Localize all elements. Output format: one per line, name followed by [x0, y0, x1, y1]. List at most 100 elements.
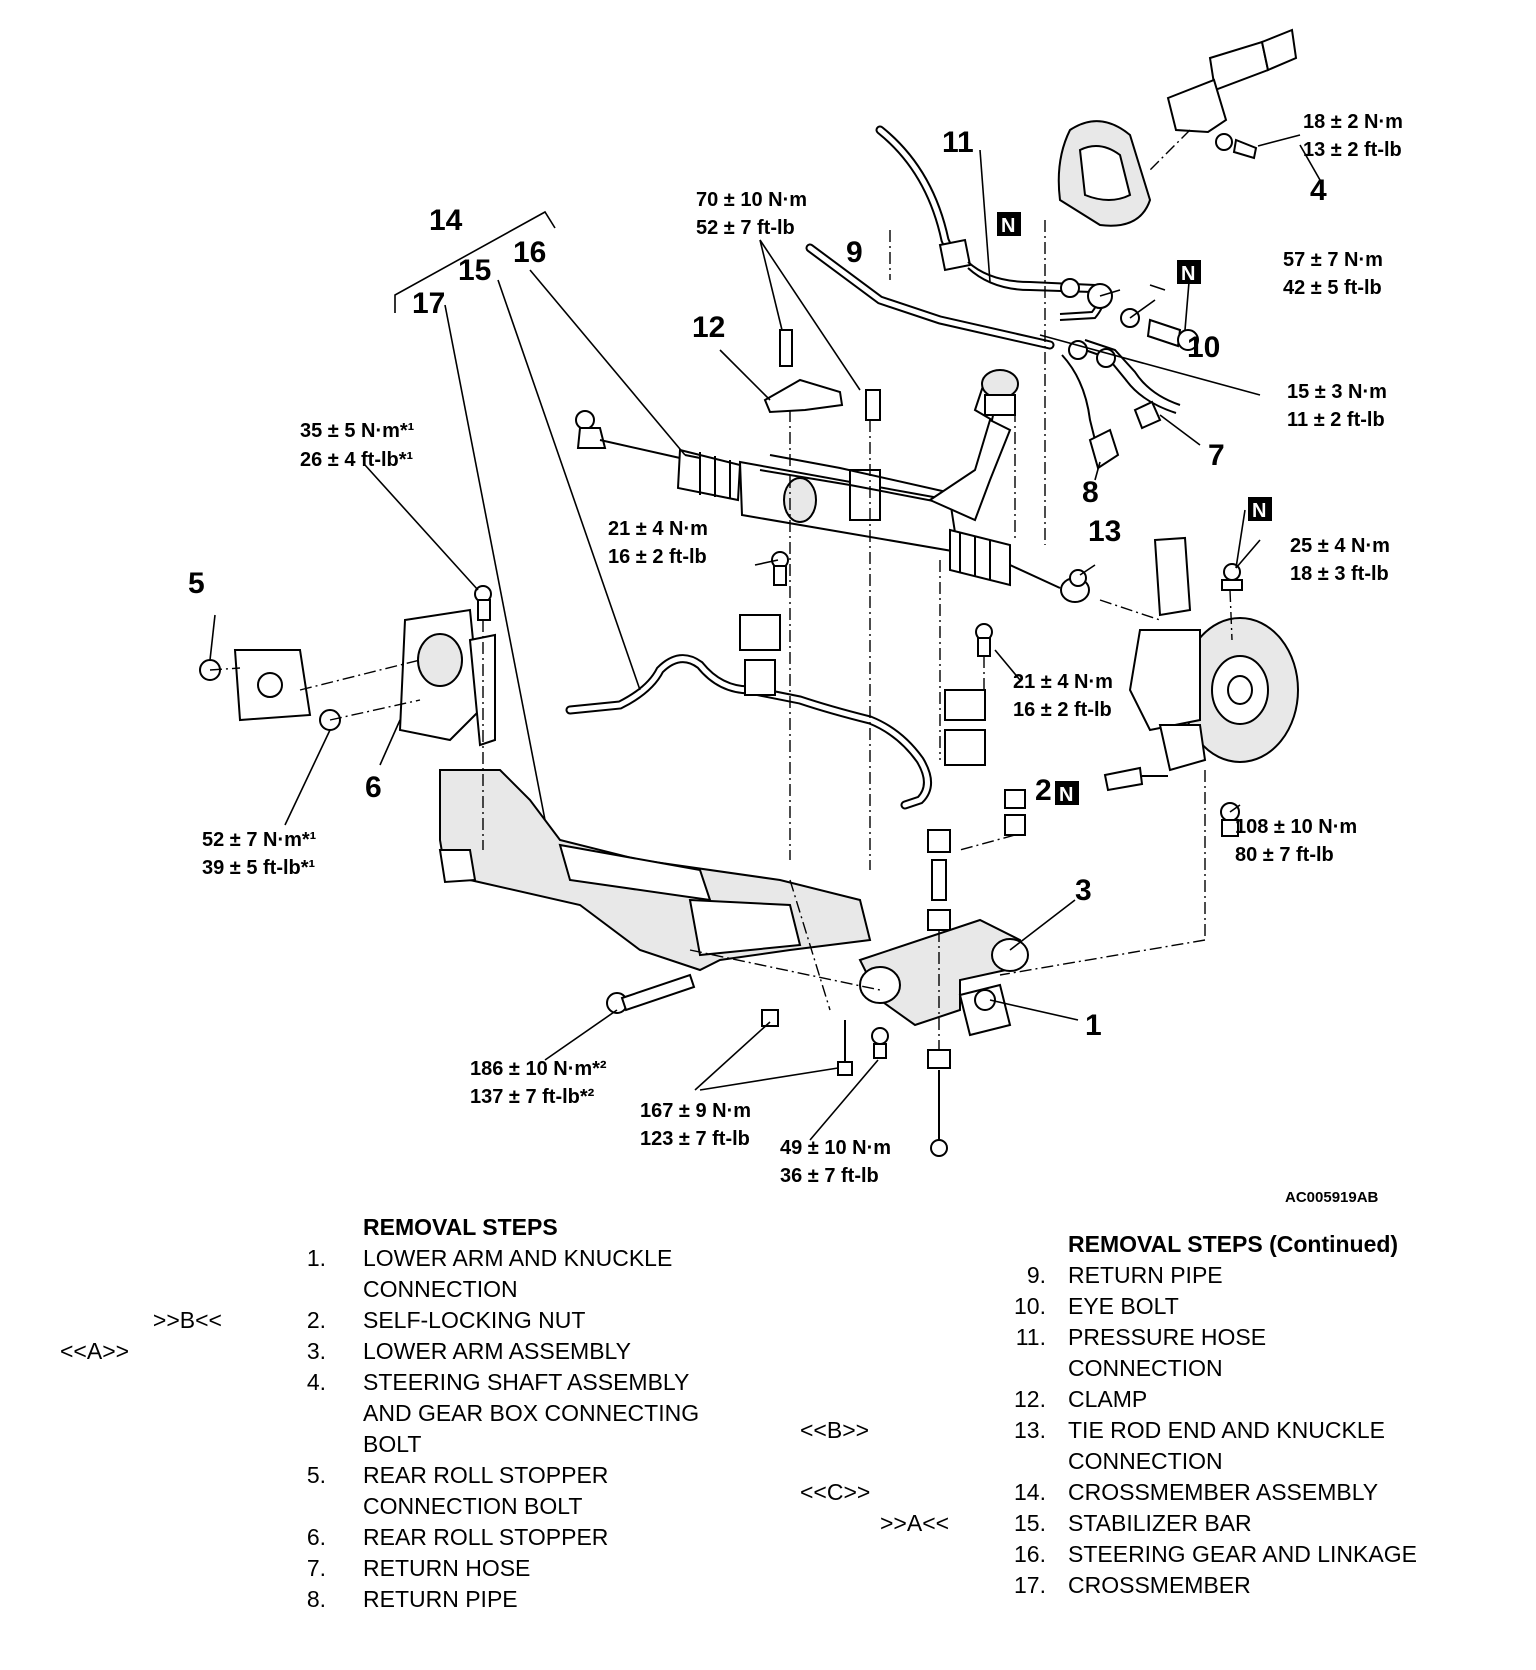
eye-bolt — [1060, 278, 1199, 351]
step-number: 7. — [306, 1555, 326, 1581]
svg-text:N: N — [1001, 215, 1015, 237]
n-badge: N — [1055, 781, 1079, 806]
assembly-dash-lines — [209, 220, 1233, 1050]
torque-nm: 108 ± 10 N·m — [1235, 816, 1357, 838]
torque-nm: 167 ± 9 N·m — [640, 1100, 751, 1122]
step-label: STEERING SHAFT ASSEMBLY — [363, 1369, 690, 1395]
callout-17: 17 — [412, 287, 445, 320]
callout-4: 4 — [1310, 174, 1327, 207]
step-label: TIE ROD END AND KNUCKLE — [1068, 1417, 1385, 1443]
torque-nm: 15 ± 3 N·m — [1287, 381, 1387, 403]
torque-nm: 25 ± 4 N·m — [1290, 535, 1390, 557]
step-number: 14. — [1014, 1479, 1046, 1505]
step-label: CLAMP — [1068, 1386, 1148, 1412]
callout-10: 10 — [1187, 331, 1220, 364]
callout-11: 11 — [942, 126, 974, 159]
torque-ftlb: 16 ± 2 ft-lb — [1013, 699, 1112, 721]
stabilizer-bar — [565, 551, 993, 810]
step-label: LOWER ARM AND KNUCKLE — [363, 1245, 673, 1271]
callout-7: 7 — [1208, 439, 1225, 472]
step-label: CROSSMEMBER ASSEMBLY — [1068, 1479, 1379, 1505]
clamp — [763, 329, 881, 421]
step-label: AND GEAR BOX CONNECTING — [363, 1400, 700, 1426]
step-label: RETURN HOSE — [363, 1555, 531, 1581]
step-number: 3. — [306, 1338, 326, 1364]
torque-nm: 21 ± 4 N·m — [608, 518, 708, 540]
torque-nm: 57 ± 7 N·m — [1283, 249, 1383, 271]
step-label: PRESSURE HOSE — [1068, 1324, 1267, 1350]
removal-steps-continued-heading: REMOVAL STEPS (Continued) — [1068, 1231, 1399, 1257]
step-label: CONNECTION BOLT — [363, 1493, 583, 1519]
step-number: 5. — [306, 1462, 326, 1488]
torque-nm: 70 ± 10 N·m — [696, 189, 807, 211]
step-number: 6. — [306, 1524, 326, 1550]
torque-nm: 35 ± 5 N·m*¹ — [300, 420, 415, 442]
torque-ftlb: 39 ± 5 ft-lb*¹ — [202, 857, 316, 879]
n-badges: N N N N — [997, 212, 1272, 806]
callout-5: 5 — [188, 567, 205, 600]
step-label: CONNECTION — [1068, 1448, 1223, 1474]
step-label: STEERING GEAR AND LINKAGE — [1068, 1541, 1417, 1567]
step-number: 13. — [1014, 1417, 1046, 1443]
step-label: SELF-LOCKING NUT — [363, 1307, 586, 1333]
callout-6: 6 — [365, 771, 382, 804]
torque-nm: 52 ± 7 N·m*¹ — [202, 829, 317, 851]
step-label: RETURN PIPE — [363, 1586, 518, 1612]
removal-steps-heading: REMOVAL STEPS — [363, 1214, 558, 1240]
step-label: CONNECTION — [363, 1276, 518, 1302]
bottom-bolts — [606, 973, 889, 1076]
torque-ftlb: 123 ± 7 ft-lb — [640, 1128, 750, 1150]
callout-14: 14 — [429, 204, 463, 237]
steering-shaft-joint — [1149, 28, 1298, 171]
step-label: CONNECTION — [1068, 1355, 1223, 1381]
crossmember-assembly-bracket — [394, 210, 556, 313]
torque-ftlb: 42 ± 5 ft-lb — [1283, 277, 1382, 299]
exploded-view-diagram: 1 2 3 4 5 6 7 8 9 10 11 12 13 14 15 16 1… — [188, 28, 1403, 1206]
knuckle-assembly — [1103, 536, 1299, 837]
step-label: RETURN PIPE — [1068, 1262, 1223, 1288]
step-number: 12. — [1014, 1386, 1046, 1412]
step-number: 2. — [306, 1307, 326, 1333]
svg-text:N: N — [1059, 784, 1073, 806]
step-label: EYE BOLT — [1068, 1293, 1179, 1319]
callout-numbers: 1 2 3 4 5 6 7 8 9 10 11 12 13 14 15 16 1… — [188, 126, 1327, 1042]
step-label: BOLT — [363, 1431, 422, 1457]
rear-roll-stopper — [199, 585, 496, 747]
callout-9: 9 — [846, 236, 863, 269]
n-badge: N — [1248, 497, 1272, 522]
step-number: 15. — [1014, 1510, 1046, 1536]
torque-ftlb: 13 ± 2 ft-lb — [1303, 139, 1402, 161]
step-reference-mark: >>B<< — [152, 1307, 222, 1333]
step-number: 1. — [306, 1245, 326, 1271]
step-reference-mark: >>A<< — [880, 1510, 950, 1536]
torque-ftlb: 80 ± 7 ft-lb — [1235, 844, 1334, 866]
callout-2: 2 — [1035, 774, 1052, 807]
return-pipe — [805, 243, 1181, 470]
torque-nm: 21 ± 4 N·m — [1013, 671, 1113, 693]
step-number: 10. — [1014, 1293, 1046, 1319]
torque-ftlb: 26 ± 4 ft-lb*¹ — [300, 449, 414, 471]
step-number: 9. — [1026, 1262, 1046, 1288]
torque-ftlb: 16 ± 2 ft-lb — [608, 546, 707, 568]
figure-id: AC005919AB — [1285, 1189, 1379, 1206]
stabilizer-link — [927, 789, 1026, 1157]
step-reference-mark: <<C>> — [800, 1479, 871, 1505]
step-label: LOWER ARM ASSEMBLY — [363, 1338, 631, 1364]
step-label: CROSSMEMBER — [1068, 1572, 1251, 1598]
step-number: 4. — [306, 1369, 326, 1395]
step-label: STABILIZER BAR — [1068, 1510, 1252, 1536]
n-badge: N — [1177, 260, 1201, 285]
step-reference-mark: <<A>> — [60, 1338, 130, 1364]
crossmember — [438, 769, 872, 972]
callout-8: 8 — [1082, 476, 1099, 509]
step-number: 8. — [306, 1586, 326, 1612]
n-badge: N — [997, 212, 1021, 237]
lower-arm — [858, 918, 1029, 1037]
step-reference-mark: <<B>> — [800, 1417, 870, 1443]
steering-gear-and-linkage — [575, 369, 1090, 603]
step-label: REAR ROLL STOPPER — [363, 1462, 609, 1488]
callout-16: 16 — [513, 236, 546, 269]
steering-dust-boot — [1057, 120, 1152, 227]
torque-nm: 49 ± 10 N·m — [780, 1137, 891, 1159]
callout-15: 15 — [458, 254, 491, 287]
